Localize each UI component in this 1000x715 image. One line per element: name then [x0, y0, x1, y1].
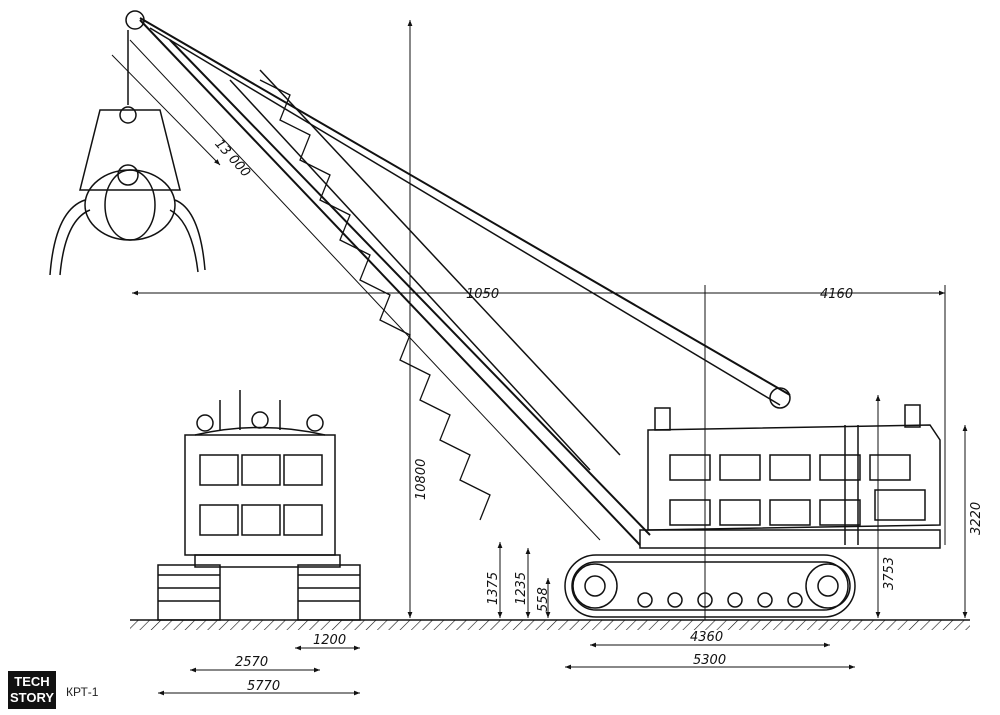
dim-pivot-offset: 4160 [820, 287, 853, 302]
dim-height-total: 10800 [414, 459, 429, 500]
front-view [157, 390, 361, 621]
dim-front-2570: 2570 [235, 655, 268, 670]
dim-track-inner: 4360 [690, 630, 723, 645]
dim-body-height: 3220 [969, 502, 984, 535]
logo-line-2: STORY [9, 690, 55, 705]
boom [125, 10, 791, 546]
dim-track-outer: 5300 [693, 653, 726, 668]
dimension-lines [111, 20, 968, 696]
dim-h1235: 1235 [514, 572, 529, 605]
logo-line-1: TECH [14, 674, 50, 689]
model-caption: КРТ-1 [66, 685, 99, 699]
side-view-body [639, 404, 941, 549]
dim-side-height: 3753 [882, 557, 897, 590]
dim-h558: 558 [536, 587, 551, 612]
dim-boom-length: 13 000 [211, 137, 253, 181]
dim-outreach: 1050 [466, 287, 499, 302]
ground [130, 619, 970, 630]
dim-front-1200: 1200 [313, 633, 346, 648]
techstory-logo: TECH STORY [8, 671, 56, 709]
dim-h1375: 1375 [486, 572, 501, 605]
grab-bucket [49, 30, 206, 276]
dim-front-5770: 5770 [247, 679, 280, 694]
crawler-track [564, 554, 856, 618]
